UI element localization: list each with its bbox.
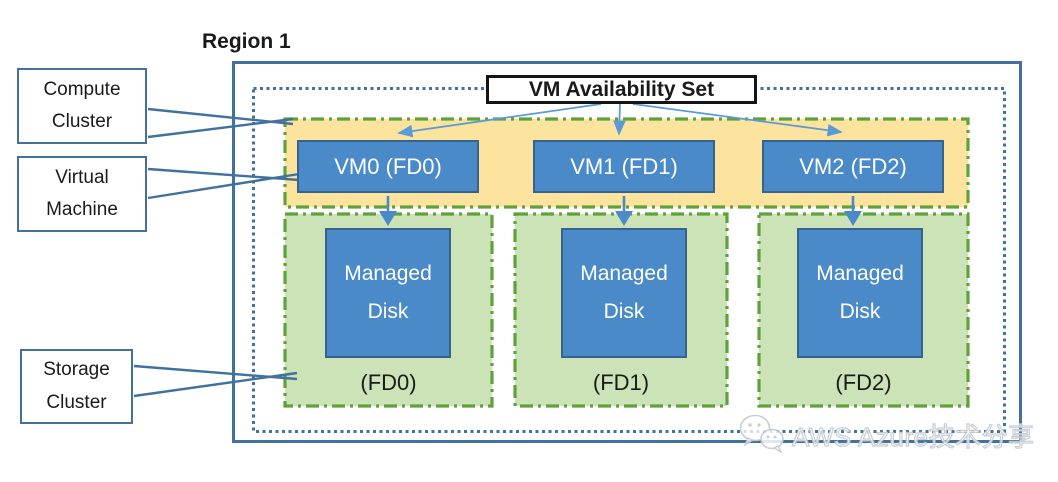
watermark-text: AWS Azure技术分享 [791, 421, 1035, 452]
callout-compute-cluster: Compute Cluster [17, 68, 147, 144]
region-label: Region 1 [202, 30, 291, 53]
vm-box-1: VM1 (FD1) [533, 140, 715, 193]
managed-disk-0: Managed Disk [325, 228, 451, 358]
managed-disk-2: Managed Disk [797, 228, 923, 358]
region-boundary-box [232, 61, 1022, 443]
vm-box-2: VM2 (FD2) [762, 140, 944, 193]
callout-storage-cluster: Storage Cluster [20, 349, 133, 424]
managed-disk-1: Managed Disk [561, 228, 687, 358]
fault-domain-label-2: (FD2) [835, 370, 892, 395]
availability-set-title: VM Availability Set [486, 75, 757, 104]
wechat-icon [739, 414, 784, 454]
vm-box-0: VM0 (FD0) [297, 140, 479, 193]
watermark: AWS Azure技术分享 [738, 412, 1035, 458]
fault-domain-label-1: (FD1) [592, 370, 650, 395]
fault-domain-label-0: (FD0) [360, 370, 417, 395]
callout-virtual-machine: Virtual Machine [17, 156, 147, 232]
